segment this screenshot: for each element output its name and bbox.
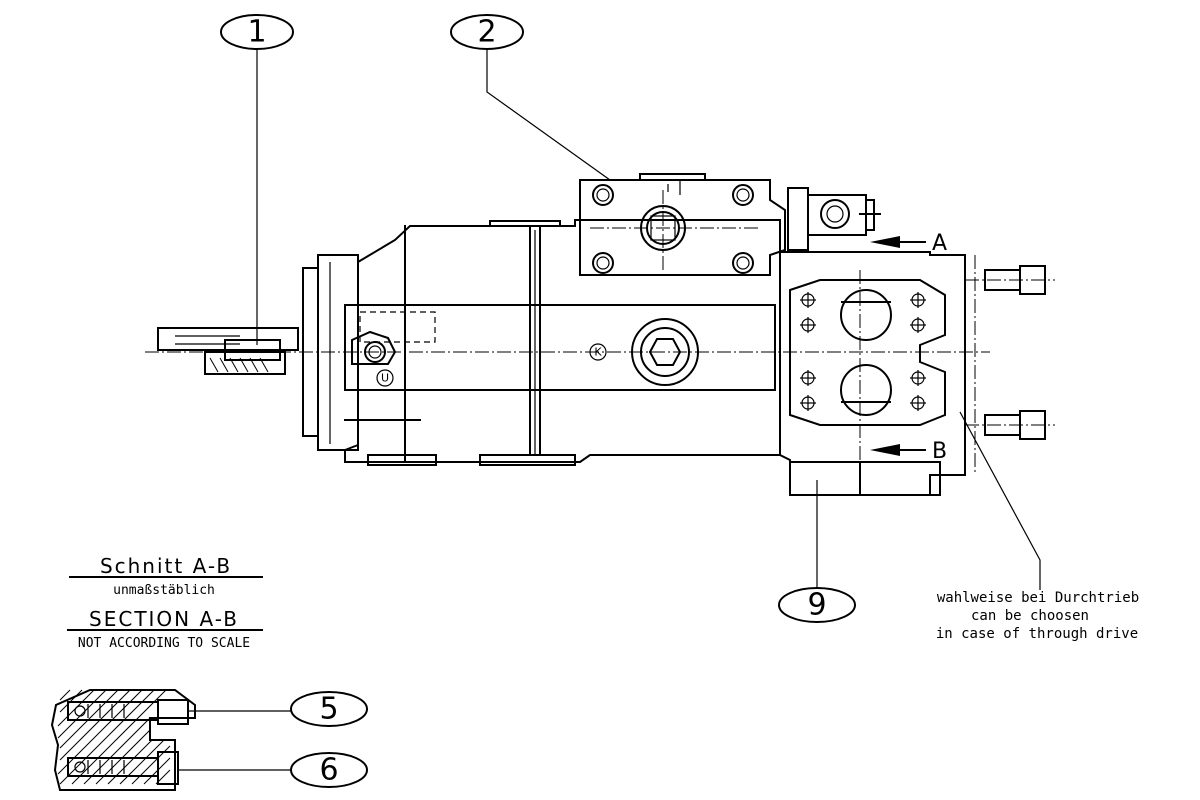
balloon-9-label: 9 (807, 588, 826, 623)
section-marker-b: B (870, 439, 947, 464)
leader-2 (486, 49, 611, 181)
leader-note (959, 411, 1041, 590)
balloon-2: 2 (450, 14, 524, 50)
balloon-6-label: 6 (319, 753, 338, 788)
balloon-5-label: 5 (319, 692, 338, 727)
balloon-1: 1 (220, 14, 294, 50)
section-marker-a-label: A (932, 231, 947, 256)
through-drive-note: wahlweise bei Durchtrieb can be choosen … (936, 590, 1139, 642)
balloon-1-label: 1 (247, 15, 266, 50)
balloon-2-label: 2 (477, 15, 496, 50)
section-marker-a: A (870, 231, 947, 256)
section-detail (50, 689, 196, 791)
note-line-3: in case of through drive (936, 626, 1138, 642)
note-line-2: can be choosen (971, 608, 1089, 624)
balloon-9: 9 (778, 587, 856, 623)
port-u: U (351, 330, 397, 387)
through-drive-bolt-bottom (965, 410, 1055, 440)
pump-housing (344, 219, 781, 466)
note-line-1: wahlweise bei Durchtrieb (937, 590, 1139, 606)
section-title-block: Schnitt A-B unmaßstäblich SECTION A-B NO… (67, 554, 263, 651)
control-valve (787, 187, 881, 251)
port-u-marker (376, 369, 394, 387)
drive-shaft (157, 327, 299, 375)
through-drive-flange (779, 251, 1055, 496)
pressure-port-flange (579, 173, 786, 276)
balloon-6: 6 (290, 752, 368, 788)
hidden-pocket (359, 311, 436, 343)
section-subtitle-en: NOT ACCORDING TO SCALE (78, 636, 250, 651)
section-marker-b-label: B (932, 439, 947, 464)
balloon-5: 5 (290, 691, 368, 727)
section-subtitle-de: unmaßstäblich (113, 583, 215, 598)
port-u-label: U (381, 372, 389, 385)
port-k: K (589, 318, 699, 386)
section-title-en: SECTION A-B (89, 607, 239, 631)
port-k-label: K (594, 346, 602, 359)
through-drive-bolt-top (965, 265, 1055, 295)
section-title-de: Schnitt A-B (100, 554, 232, 578)
